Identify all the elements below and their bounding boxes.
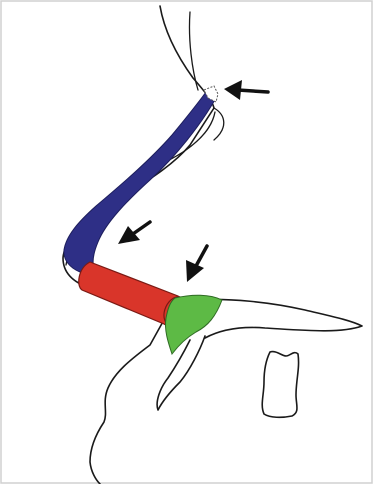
- upper-blue-segment: [64, 92, 216, 272]
- lower-green-segment: [165, 295, 222, 354]
- tooth-shape: [262, 352, 298, 418]
- lower-wall-line: [157, 336, 205, 410]
- arrow-lower: [186, 246, 207, 282]
- arrow-upper-tip: [224, 80, 268, 100]
- arrow-middle: [118, 222, 150, 244]
